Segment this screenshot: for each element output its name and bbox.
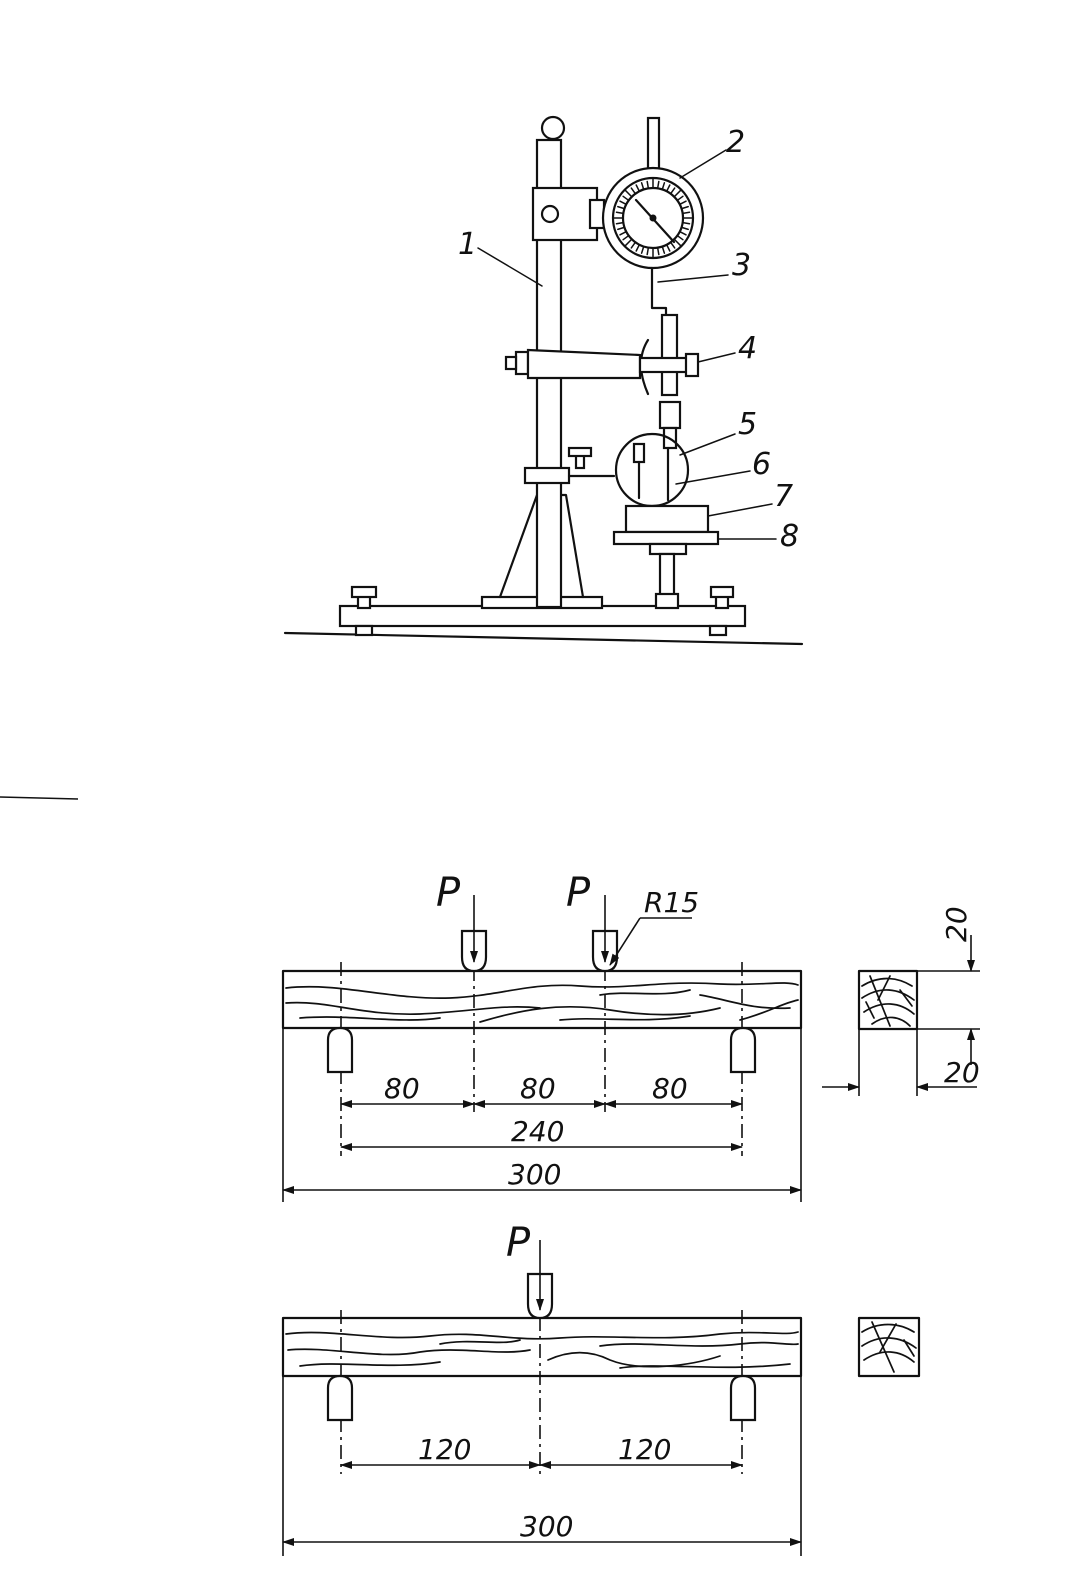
- callout-4: 4: [738, 331, 757, 366]
- dial-tick: [630, 187, 636, 194]
- dial-tick: [674, 188, 683, 197]
- dial-tick: [635, 184, 640, 192]
- center-point-bending-scheme: P 120 120 300: [281, 1220, 921, 1556]
- dial-tick: [682, 211, 691, 214]
- dial-tick: [661, 246, 666, 254]
- callout-5: 5: [738, 407, 757, 442]
- dial-tick: [681, 226, 689, 231]
- deflection-apparatus: 1 2 3 4 5 6 7 8: [283, 115, 804, 646]
- dial-tick: [623, 188, 632, 197]
- dim-half-right: 120: [618, 1433, 671, 1466]
- load-label-right: P: [566, 870, 591, 916]
- dial-tick: [681, 205, 689, 210]
- callout-3: 3: [732, 248, 751, 283]
- dial-tick: [670, 187, 676, 194]
- dial-tick: [679, 231, 687, 236]
- dial-tick: [679, 200, 687, 205]
- dim-span-2: 80: [520, 1072, 556, 1105]
- margin-mark: [0, 796, 79, 800]
- dial-tick: [619, 200, 627, 205]
- dial-tick: [635, 244, 640, 252]
- dial-tick: [666, 184, 671, 192]
- dim-span-1: 80: [384, 1072, 420, 1105]
- dial-tick: [617, 205, 625, 210]
- dim-span-total: 240: [511, 1115, 564, 1148]
- dial-tick: [666, 244, 671, 252]
- dial-tick: [640, 246, 645, 254]
- dial-tick: [646, 247, 649, 256]
- dim-length-center: 300: [520, 1510, 573, 1543]
- dial-tick: [677, 235, 684, 241]
- dim-length: 300: [508, 1158, 561, 1191]
- dial-tick: [677, 195, 684, 201]
- dial-tick: [623, 239, 632, 248]
- callout-2: 2: [726, 125, 745, 160]
- dial-tick: [682, 222, 691, 225]
- load-label-left: P: [436, 870, 461, 916]
- callout-6: 6: [752, 447, 771, 482]
- dial-tick: [622, 195, 629, 201]
- dial-tick: [630, 242, 636, 249]
- dial-tick: [670, 242, 676, 249]
- section-width: 20: [944, 1056, 980, 1089]
- dial-tick: [615, 211, 624, 214]
- dial-tick: [646, 180, 649, 189]
- two-point-bending-scheme: P P R15 80 80 80 240 300: [281, 870, 980, 1202]
- dial-tick: [622, 235, 629, 241]
- dial-tick: [657, 180, 660, 189]
- load-label-center: P: [506, 1220, 531, 1266]
- dial-tick: [619, 231, 627, 236]
- dial-tick: [674, 239, 683, 248]
- dial-tick: [615, 222, 624, 225]
- dial-tick: [617, 226, 625, 231]
- section-height: 20: [940, 906, 973, 942]
- callout-8: 8: [780, 519, 799, 554]
- dim-span-3: 80: [652, 1072, 688, 1105]
- radius-label: R15: [644, 886, 699, 919]
- dial-tick: [640, 182, 645, 190]
- dim-half-left: 120: [418, 1433, 471, 1466]
- dial-tick: [657, 247, 660, 256]
- callout-7: 7: [774, 479, 793, 514]
- callout-1: 1: [458, 227, 477, 262]
- dial-tick: [661, 182, 666, 190]
